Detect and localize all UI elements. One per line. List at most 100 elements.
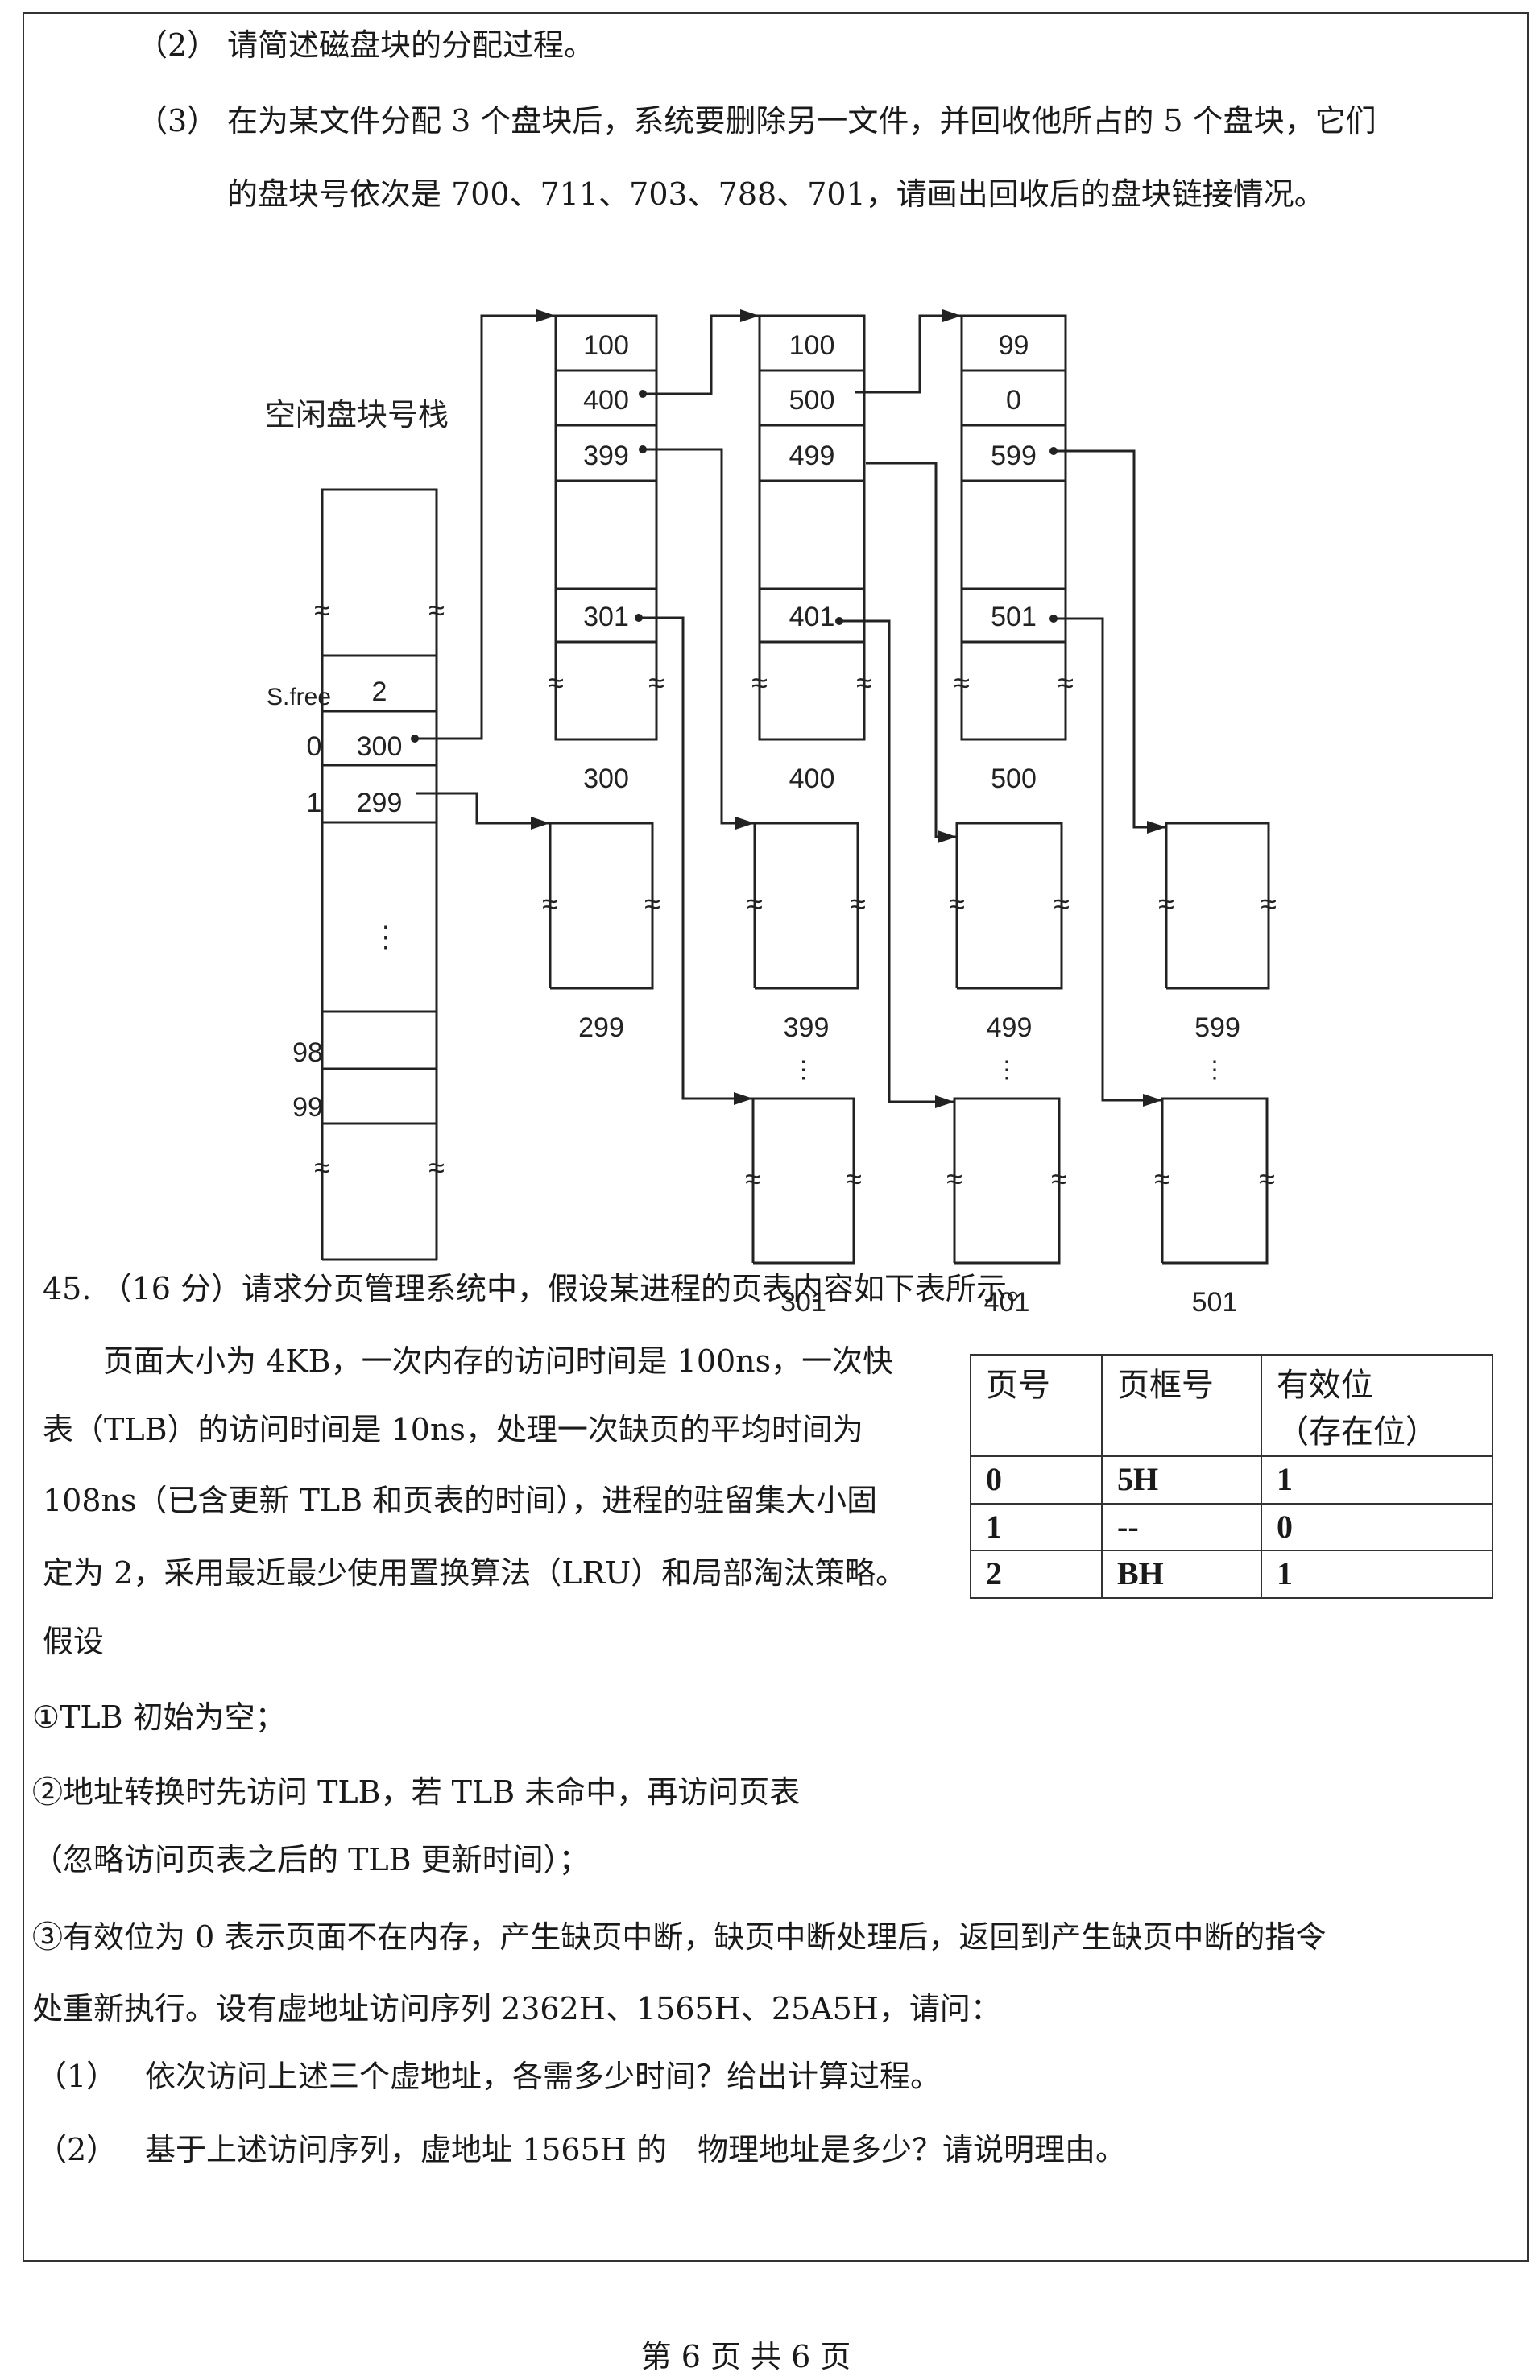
q45-para-line: 定为 2，采用最近最少使用置换算法（LRU）和局部淘汰策略。 <box>43 1555 907 1591</box>
block-label: 299 <box>578 1012 624 1043</box>
ellipsis: ⋮ <box>371 920 400 953</box>
arrow-head-icon <box>942 309 962 322</box>
free-block <box>753 822 859 990</box>
cell-frame: -- <box>1101 1502 1262 1552</box>
block-cell-value: 401 <box>789 602 835 632</box>
block-label: 300 <box>583 764 629 794</box>
break-mark-icon: ≈ <box>751 666 768 699</box>
q44-3-line2: 的盘块号依次是 700、711、703、788、701，请画出回收后的盘块链接情… <box>227 176 1325 212</box>
cell-page: 1 <box>970 1502 1103 1552</box>
block-cell-value: 100 <box>789 330 835 361</box>
stack-cell-value: 2 <box>372 677 387 707</box>
break-mark-icon: ≈ <box>644 888 660 921</box>
block-cell-value: 499 <box>789 441 835 471</box>
free-block <box>549 822 654 990</box>
q45-sub2-text: 基于上述访问序列，虚地址 1565H 的 物理地址是多少？请说明理由。 <box>145 2132 1127 2167</box>
block-label: 401 <box>984 1287 1030 1318</box>
free-block <box>955 822 1063 990</box>
q45-para-line: 假设 <box>43 1624 105 1659</box>
break-mark-icon: ≈ <box>428 1151 445 1184</box>
stack-index: 1 <box>307 788 322 818</box>
arrow-head-icon <box>938 830 957 843</box>
cell-valid: 0 <box>1261 1502 1493 1552</box>
stack-index: 99 <box>292 1092 323 1123</box>
group-block <box>758 314 866 741</box>
break-mark-icon: ≈ <box>1158 888 1174 921</box>
assumption-3-cont: 处重新执行。设有虚地址访问序列 2362H、1565H、25A5H，请问： <box>32 1991 1001 2026</box>
q45-sub1-text: 依次访问上述三个虚地址，各需多少时间？给出计算过程。 <box>145 2059 942 2094</box>
free-block <box>751 1097 855 1265</box>
arrow-head-icon <box>536 309 556 322</box>
q45-para-line: 108ns（已含更新 TLB 和页表的时间），进程的驻留集大小固 <box>43 1483 878 1518</box>
link-arrow <box>1054 449 1166 829</box>
q45-sub2-number: （2） <box>36 2132 118 2167</box>
cell-valid: 1 <box>1261 1550 1493 1599</box>
link-arrow <box>1054 617 1162 1102</box>
page-border <box>23 12 1529 2262</box>
break-mark-icon: ≈ <box>745 1162 761 1195</box>
break-mark-icon: ≈ <box>314 1151 330 1184</box>
block-label: 400 <box>789 764 835 794</box>
ellipsis: ⋮ <box>792 1057 816 1083</box>
cell-valid: 1 <box>1261 1455 1493 1505</box>
free-block <box>953 1097 1061 1265</box>
break-mark-icon: ≈ <box>548 666 564 699</box>
header-present-bit-label: （存在位） <box>1277 1414 1438 1450</box>
arrow-head-icon <box>1147 821 1166 834</box>
block-cell-value: 501 <box>991 602 1037 632</box>
link-arrow <box>643 314 760 395</box>
block-label: 399 <box>784 1012 830 1043</box>
block-label: 599 <box>1194 1012 1240 1043</box>
header-valid-bit-label: 有效位 <box>1277 1367 1373 1403</box>
stack-cell-value: 299 <box>357 788 403 818</box>
block-cell-value: 399 <box>583 441 629 471</box>
cell-frame: 5H <box>1101 1455 1262 1505</box>
block-label: 301 <box>780 1287 826 1318</box>
break-mark-icon: ≈ <box>1259 1162 1275 1195</box>
block-cell-value: 99 <box>999 330 1029 361</box>
header-page-number: 页号 <box>970 1354 1103 1457</box>
link-arrow <box>643 448 755 825</box>
ellipsis: ⋮ <box>1203 1057 1227 1083</box>
break-mark-icon: ≈ <box>428 594 445 627</box>
q44-3-line1: 在为某文件分配 3 个盘块后，系统要删除另一文件，并回收他所占的 5 个盘块，它… <box>227 103 1376 139</box>
cell-page: 2 <box>970 1550 1103 1599</box>
break-mark-icon: ≈ <box>747 888 763 921</box>
link-arrow <box>866 462 957 838</box>
stack-cell-value: 300 <box>357 731 403 762</box>
group-block <box>960 314 1067 741</box>
cell-page: 0 <box>970 1455 1103 1505</box>
break-mark-icon: ≈ <box>648 666 664 699</box>
block-cell-value: 301 <box>583 602 629 632</box>
link-arrow <box>639 616 753 1100</box>
arrow-head-icon <box>740 309 760 322</box>
break-mark-icon: ≈ <box>856 666 872 699</box>
block-cell-value: 400 <box>583 385 629 416</box>
break-mark-icon: ≈ <box>954 666 970 699</box>
q44-3-number: （3） <box>137 103 218 139</box>
stack-index: 98 <box>292 1037 323 1068</box>
header-valid-bit: 有效位 （存在位） <box>1261 1354 1493 1457</box>
block-cell-value: 0 <box>1006 385 1021 416</box>
arrow-head-icon <box>1143 1094 1162 1107</box>
assumption-1: ①TLB 初始为空； <box>32 1699 286 1735</box>
block-label: 499 <box>987 1012 1033 1043</box>
link-arrow <box>855 314 962 394</box>
arrow-head-icon <box>531 817 550 830</box>
block-cell-value: 100 <box>583 330 629 361</box>
cell-frame: BH <box>1101 1550 1262 1599</box>
group-block <box>554 314 658 741</box>
break-mark-icon: ≈ <box>846 1162 862 1195</box>
arrow-head-icon <box>735 817 755 830</box>
block-label: 501 <box>1192 1287 1238 1318</box>
sfree-label: S.free <box>267 684 331 710</box>
page-footer: 第 6 页 共 6 页 <box>640 2339 851 2374</box>
break-mark-icon: ≈ <box>1054 888 1070 921</box>
page-table-header: 页号 页框号 有效位（存在位） <box>970 1354 1493 1457</box>
q45-para-line: 表（TLB）的访问时间是 10ns，处理一次缺页的平均时间为 <box>43 1412 863 1447</box>
block-cell-value: 599 <box>991 441 1037 471</box>
